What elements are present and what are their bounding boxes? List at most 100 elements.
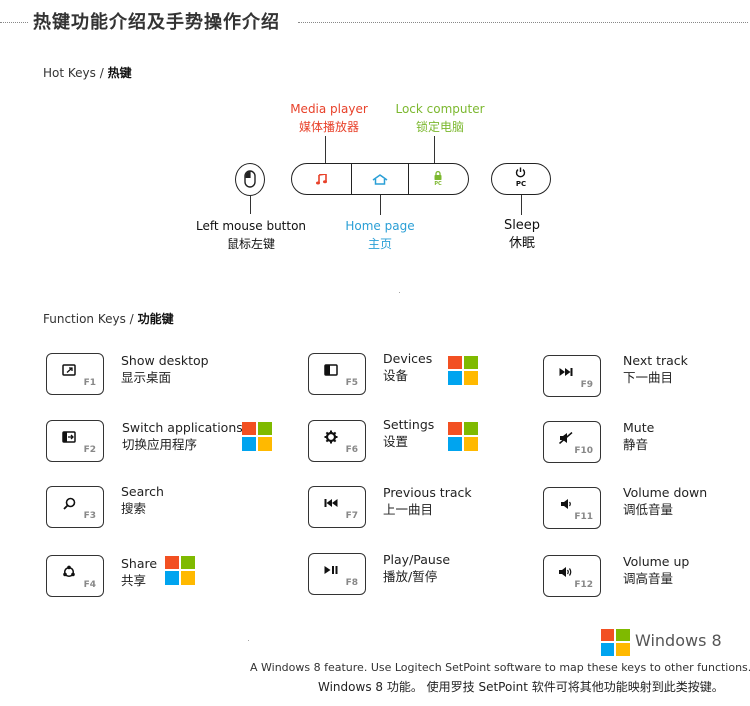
f2-label: F2	[83, 445, 96, 455]
home-page-label: Home page 主页	[334, 217, 426, 253]
left-mouse-key[interactable]	[235, 163, 265, 196]
f8-key[interactable]: F8	[308, 553, 366, 595]
home-page-key[interactable]	[351, 164, 408, 194]
f5-label: F5	[345, 378, 358, 388]
sleep-label-en: Sleep	[503, 218, 541, 233]
f5-key[interactable]: F5	[308, 353, 366, 395]
f7-description-cn: 上一曲目	[383, 502, 434, 517]
f3-label: F3	[83, 511, 96, 521]
f4-key[interactable]: F4	[46, 555, 104, 597]
hot-keys-heading-en: Hot Keys /	[43, 66, 104, 80]
header-rule-right	[298, 22, 748, 23]
hot-keys-heading: Hot Keys / 热键	[43, 64, 132, 81]
f2-key[interactable]: F2	[46, 420, 104, 462]
windows8-logo-icon	[165, 556, 195, 585]
f5-description: Devices 设备	[383, 350, 432, 384]
sleep-label: Sleep 休眠	[488, 217, 556, 253]
sleep-key-text: PC	[515, 180, 527, 188]
show-desktop-icon	[61, 363, 77, 377]
f4-label: F4	[83, 580, 96, 590]
lock-computer-label-cn: 锁定电脑	[415, 120, 464, 134]
home-page-connector	[380, 195, 381, 215]
left-mouse-connector	[250, 196, 251, 214]
lock-icon	[434, 171, 442, 180]
lock-computer-key[interactable]: PC	[408, 164, 467, 194]
f4-description: Share 共享	[121, 555, 157, 589]
f9-description-cn: 下一曲目	[623, 370, 674, 385]
home-icon	[372, 173, 388, 185]
f5-description-en: Devices	[383, 351, 433, 366]
f11-key[interactable]: F11	[543, 487, 601, 529]
f2-description: Switch applications 切换应用程序	[122, 419, 243, 453]
play-pause-icon	[323, 563, 339, 577]
sleep-key[interactable]: PC	[491, 163, 551, 195]
f12-description-cn: 调高音量	[623, 571, 674, 586]
volume-up-icon	[558, 565, 574, 579]
f8-description: Play/Pause 播放/暂停	[383, 551, 450, 585]
lock-computer-label-en: Lock computer	[395, 102, 485, 116]
hot-keys-heading-cn: 热键	[107, 66, 132, 80]
windows8-logo-text: Windows 8	[635, 631, 722, 650]
stray-dot	[399, 292, 400, 293]
lock-computer-connector	[434, 136, 435, 164]
f4-description-en: Share	[121, 556, 158, 571]
volume-down-icon	[558, 497, 574, 511]
f7-description: Previous track 上一曲目	[383, 484, 472, 518]
f10-label: F10	[574, 446, 593, 456]
f7-description-en: Previous track	[383, 485, 472, 500]
function-keys-heading-cn: 功能键	[137, 312, 174, 326]
f11-description: Volume down 调低音量	[623, 484, 707, 518]
media-player-label-cn: 媒体播放器	[298, 120, 359, 134]
f1-description: Show desktop 显示桌面	[121, 352, 209, 386]
sleep-connector	[521, 195, 522, 215]
f3-description-cn: 搜索	[121, 501, 147, 516]
f9-key[interactable]: F9	[543, 355, 601, 397]
f12-description: Volume up 调高音量	[623, 553, 689, 587]
windows8-logo-icon	[448, 422, 478, 451]
f10-description-en: Mute	[623, 420, 655, 435]
sleep-label-cn: 休眠	[508, 236, 535, 251]
gear-icon	[323, 430, 339, 444]
media-player-label: Media player 媒体播放器	[284, 100, 374, 136]
f1-label: F1	[83, 378, 96, 388]
f11-description-cn: 调低音量	[623, 502, 674, 517]
share-icon	[61, 565, 77, 579]
f11-label: F11	[574, 512, 593, 522]
lock-computer-label: Lock computer 锁定电脑	[388, 100, 492, 136]
f3-key[interactable]: F3	[46, 486, 104, 528]
f10-key[interactable]: F10	[543, 421, 601, 463]
f9-label: F9	[580, 380, 593, 390]
f11-description-en: Volume down	[623, 485, 708, 500]
f3-description-en: Search	[121, 484, 164, 499]
mouse-icon	[244, 170, 256, 188]
previous-track-icon	[323, 496, 339, 510]
f9-description-en: Next track	[623, 353, 688, 368]
f6-key[interactable]: F6	[308, 420, 366, 462]
home-page-label-en: Home page	[345, 219, 415, 233]
f1-key[interactable]: F1	[46, 353, 104, 395]
left-mouse-label-en: Left mouse button	[195, 219, 307, 233]
hot-key-group: PC	[291, 163, 469, 195]
f2-description-cn: 切换应用程序	[122, 437, 198, 452]
f8-description-en: Play/Pause	[383, 552, 451, 567]
f7-key[interactable]: F7	[308, 486, 366, 528]
function-keys-heading: Function Keys / 功能键	[43, 310, 174, 327]
f1-description-en: Show desktop	[121, 353, 209, 368]
f12-label: F12	[574, 580, 593, 590]
search-icon	[61, 496, 77, 510]
mute-icon	[558, 431, 574, 445]
footer-note-cn: Windows 8 功能。 使用罗技 SetPoint 软件可将其他功能映射到此…	[318, 680, 724, 694]
power-icon	[515, 167, 526, 178]
lock-key-text: PC	[434, 181, 442, 187]
left-mouse-label: Left mouse button 鼠标左键	[190, 217, 312, 253]
f12-description-en: Volume up	[623, 554, 690, 569]
stray-dot	[248, 640, 249, 641]
f6-description: Settings 设置	[383, 416, 434, 450]
f12-key[interactable]: F12	[543, 555, 601, 597]
f4-description-cn: 共享	[121, 573, 147, 588]
f10-description: Mute 静音	[623, 419, 654, 453]
media-player-key[interactable]	[292, 164, 351, 194]
f1-description-cn: 显示桌面	[121, 370, 172, 385]
devices-icon	[323, 363, 339, 377]
f6-description-cn: 设置	[383, 434, 409, 449]
